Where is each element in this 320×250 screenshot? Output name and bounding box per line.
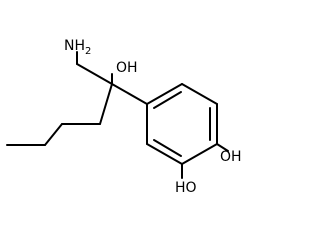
hydroxyl-ring-upper-label: OH bbox=[220, 149, 242, 165]
ring-double-bond-1 bbox=[153, 91, 182, 109]
ring-bond-2 bbox=[181, 83, 218, 105]
hydroxyl-chain-label: OH bbox=[116, 60, 138, 76]
bond-ch2-quaternary bbox=[76, 63, 113, 85]
structure-diagram: NH2 OH OH HO bbox=[6, 38, 242, 196]
bond-ring-oh-upper bbox=[216, 143, 229, 152]
ring-bond-1 bbox=[146, 83, 183, 105]
atom-labels: NH2 OH OH HO bbox=[64, 38, 242, 196]
bonds bbox=[6, 51, 229, 179]
bond-butyl-2 bbox=[44, 123, 63, 146]
ring-bond-4 bbox=[181, 143, 218, 165]
amine-subscript: 2 bbox=[85, 46, 91, 57]
bond-quaternary-ring bbox=[111, 83, 148, 105]
ring-bond-5 bbox=[146, 143, 183, 165]
ring-double-bond-3 bbox=[153, 139, 182, 157]
amine-label: NH2 bbox=[64, 38, 91, 57]
amine-element: NH bbox=[64, 38, 85, 54]
bond-quaternary-butyl bbox=[99, 83, 113, 125]
hydroxyl-ring-lower-label: HO bbox=[175, 180, 197, 196]
